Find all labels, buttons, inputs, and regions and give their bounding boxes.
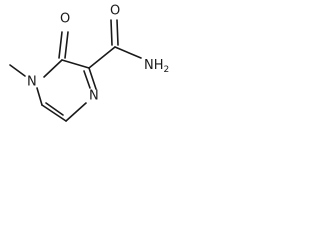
methyl-bond: [9, 64, 26, 77]
nh2-subscript: 2: [164, 65, 170, 75]
o-amide-label: O: [110, 4, 120, 19]
ring-bond-c5-c6: [41, 104, 67, 122]
ring-bond-c3-n4: [88, 67, 97, 90]
n-ring-label: N: [89, 89, 99, 104]
ring-bond-n4-c5: [65, 102, 87, 122]
amide-carbonyl-bond: [110, 19, 113, 46]
ring-bond-n1-c2: [43, 59, 63, 78]
ring-bond-c3-n4-double: [83, 70, 91, 89]
ring-bond-c5-c6-double: [45, 102, 64, 116]
nh2-main: NH: [144, 58, 164, 73]
amide-n-bond: [114, 46, 142, 59]
amide-carbon-bond: [88, 46, 116, 69]
ketone-bond: [58, 31, 63, 59]
o-ketone-label: O: [60, 12, 70, 27]
ring-bond-c6-n1: [36, 87, 43, 106]
n-methyl-label: N: [27, 75, 37, 90]
structure-diagram: N N O O NH2: [9, 4, 169, 122]
nh2-label: NH2: [144, 58, 169, 75]
ketone-bond-double: [64, 31, 69, 59]
ring-bond-c2-c3: [61, 59, 90, 69]
amide-carbonyl-bond-double: [116, 19, 119, 46]
